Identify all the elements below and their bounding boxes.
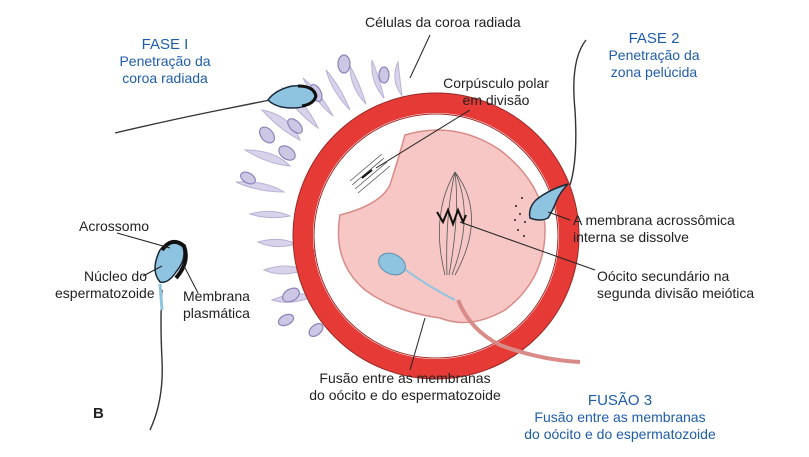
polar-body-line2: em divisão <box>462 92 530 108</box>
acrosome-dissolving-dots <box>514 197 526 237</box>
fusion-line2: do oócito e do espermatozoide <box>309 387 501 403</box>
phase-2-title: FASE 2 <box>628 30 680 47</box>
polar-body-label: Corpúsculo polar em divisão <box>432 75 560 109</box>
plasma-membrane-label: Membrana plasmática <box>183 288 250 322</box>
secondary-oocyte-label: Oócito secundário na segunda divisão mei… <box>597 268 754 302</box>
polar-body-line1: Corpúsculo polar <box>443 75 549 91</box>
sperm-nucleus-line2: espermatozoide <box>55 285 155 301</box>
phase-2-label: FASE 2 Penetração da zona pelúcida <box>589 30 719 81</box>
acrosomal-membrane-label: A membrana acrossômica interna se dissol… <box>573 212 735 246</box>
phase-3-title: FUSÃO 3 <box>587 392 653 409</box>
phase-2-line2: zona pelúcida <box>610 64 698 80</box>
secondary-oocyte-line2: segunda divisão meiótica <box>597 285 755 301</box>
phase-2-line1: Penetração da <box>608 47 700 63</box>
sperm-nucleus-label: Núcleo do espermatozoide <box>55 268 155 302</box>
plasma-membrane-line1: Membrana <box>183 288 250 304</box>
acrosome-label: Acrossomo <box>79 218 150 234</box>
phase-1-label: FASE I Penetração da coroa radiada <box>95 36 235 87</box>
leader-lines <box>116 34 596 371</box>
phase-3-label: FUSÃO 3 Fusão entre as membranas do oóci… <box>495 392 745 443</box>
fusion-line1: Fusão entre as membranas <box>319 370 491 386</box>
sperm-phase-1 <box>114 84 318 134</box>
acrosomal-membrane-line2: interna se dissolve <box>573 229 689 245</box>
phase-3-line2: do oócito e do espermatozoide <box>524 426 716 442</box>
zona-pellucida <box>293 93 579 379</box>
phase-1-title: FASE I <box>141 36 189 53</box>
plasma-membrane-line2: plasmática <box>183 305 250 321</box>
panel-letter: B <box>93 405 104 422</box>
sperm-fusion <box>378 252 581 364</box>
corona-cells <box>240 54 390 338</box>
phase-3-line1: Fusão entre as membranas <box>534 409 706 425</box>
corona-cells-label: Células da coroa radiada <box>365 14 521 30</box>
sperm-labeled <box>149 239 188 431</box>
meiotic-spindle <box>436 171 472 276</box>
phase-1-line2: coroa radiada <box>122 70 208 86</box>
polar-body <box>349 153 391 194</box>
sperm-phase-2 <box>528 39 587 221</box>
fusion-label: Fusão entre as membranas do oócito e do … <box>290 370 520 404</box>
sperm-nucleus-line1: Núcleo do <box>83 268 147 284</box>
secondary-oocyte-line1: Oócito secundário na <box>597 268 730 284</box>
phase-1-line1: Penetração da <box>119 53 211 69</box>
acrosomal-membrane-line1: A membrana acrossômica <box>573 212 735 228</box>
